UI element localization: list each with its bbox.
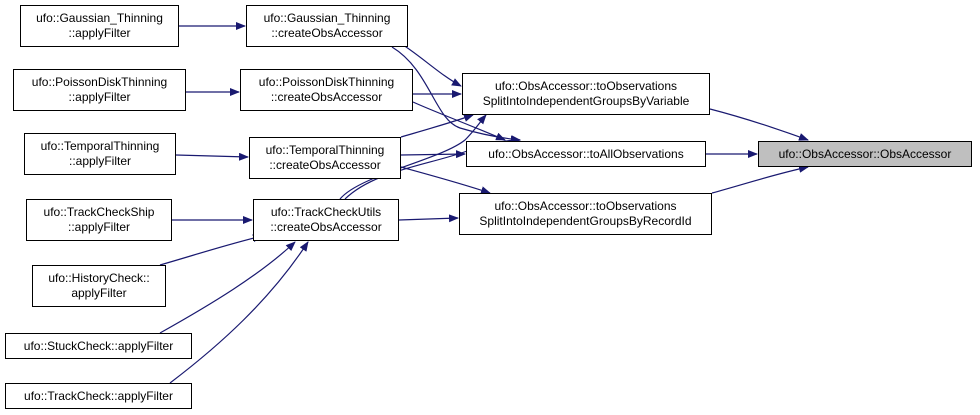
- node-stuck-check-apply-filter[interactable]: ufo::StuckCheck::applyFilter: [5, 333, 192, 359]
- edge-tt-create-to-split-rec: [400, 166, 491, 194]
- edge-tt-apply-to-tt-create: [175, 152, 249, 161]
- node-line: ufo::ObsAccessor::toAllObservations: [488, 146, 684, 161]
- node-line: ufo::ObsAccessor::ObsAccessor: [778, 146, 952, 161]
- edge-hc-apply-to-tcu-create: [159, 234, 263, 266]
- node-gaussian-thinning-create-obs-accessor[interactable]: ufo::Gaussian_Thinning ::createObsAccess…: [246, 5, 408, 47]
- node-line: ufo::TrackCheckUtils: [270, 205, 382, 219]
- node-line: ufo::TrackCheckShip: [43, 205, 155, 219]
- edge-tcu-create-to-split-var: [339, 114, 487, 200]
- node-line: ::applyFilter: [68, 154, 132, 168]
- node-temporal-thinning-apply-filter[interactable]: ufo::TemporalThinning ::applyFilter: [24, 133, 176, 175]
- edge-tt-create-to-split-var: [400, 114, 474, 138]
- node-line: ufo::PoissonDiskThinning: [258, 75, 395, 89]
- node-line: ufo::PoissonDiskThinning: [31, 75, 168, 89]
- edge-pd-create-to-to-all: [412, 101, 506, 141]
- node-track-check-ship-apply-filter[interactable]: ufo::TrackCheckShip ::applyFilter: [26, 199, 172, 241]
- node-track-check-utils-create-obs-accessor[interactable]: ufo::TrackCheckUtils ::createObsAccessor: [253, 199, 399, 241]
- node-to-all-observations[interactable]: ufo::ObsAccessor::toAllObservations: [466, 141, 706, 167]
- node-history-check-apply-filter[interactable]: ufo::HistoryCheck:: applyFilter: [32, 265, 166, 307]
- edge-split-var-to-obsaccessor: [709, 108, 809, 141]
- node-poisson-disk-thinning-create-obs-accessor[interactable]: ufo::PoissonDiskThinning ::createObsAcce…: [240, 69, 413, 111]
- node-line: ::applyFilter: [68, 90, 131, 104]
- node-to-observations-split-by-variable[interactable]: ufo::ObsAccessor::toObservations SplitIn…: [462, 73, 710, 115]
- node-line: ::createObsAccessor: [270, 90, 383, 104]
- edge-tt-create-to-to-all: [400, 150, 466, 159]
- node-line: ufo::ObsAccessor::toObservations: [494, 199, 677, 213]
- node-line: ufo::HistoryCheck::: [48, 271, 150, 285]
- edge-sc-apply-to-tcu-create: [159, 241, 296, 334]
- node-line: ::createObsAccessor: [271, 26, 383, 40]
- node-line: ufo::TemporalThinning: [265, 143, 385, 157]
- node-line: ufo::StuckCheck::applyFilter: [23, 338, 174, 353]
- node-line: SplitIntoIndependentGroupsByVariable: [482, 94, 690, 108]
- edge-tcu-create-to-split-rec: [398, 214, 459, 223]
- node-line: ::applyFilter: [68, 26, 131, 40]
- node-line: applyFilter: [71, 286, 127, 300]
- node-line: ufo::ObsAccessor::toObservations: [494, 79, 678, 93]
- node-obsaccessor-constructor: ufo::ObsAccessor::ObsAccessor: [758, 141, 972, 167]
- node-temporal-thinning-create-obs-accessor[interactable]: ufo::TemporalThinning ::createObsAccesso…: [249, 137, 401, 179]
- node-line: SplitIntoIndependentGroupsByRecordId: [479, 214, 692, 228]
- node-gaussian-thinning-apply-filter[interactable]: ufo::Gaussian_Thinning ::applyFilter: [20, 5, 179, 47]
- node-line: ::createObsAccessor: [270, 220, 382, 234]
- node-line: ufo::TemporalThinning: [40, 139, 160, 153]
- node-line: ufo::Gaussian_Thinning: [263, 11, 391, 25]
- node-track-check-apply-filter[interactable]: ufo::TrackCheck::applyFilter: [5, 383, 192, 409]
- node-line: ufo::Gaussian_Thinning: [36, 11, 163, 25]
- node-line: ufo::TrackCheck::applyFilter: [24, 388, 173, 403]
- edge-tc-apply-to-tcu-create: [169, 241, 309, 384]
- node-line: ::applyFilter: [67, 220, 131, 234]
- node-poisson-disk-thinning-apply-filter[interactable]: ufo::PoissonDiskThinning ::applyFilter: [13, 69, 186, 111]
- edge-split-rec-to-obsaccessor: [711, 164, 809, 194]
- node-line: ::createObsAccessor: [269, 158, 381, 172]
- node-to-observations-split-by-record-id[interactable]: ufo::ObsAccessor::toObservations SplitIn…: [459, 193, 712, 235]
